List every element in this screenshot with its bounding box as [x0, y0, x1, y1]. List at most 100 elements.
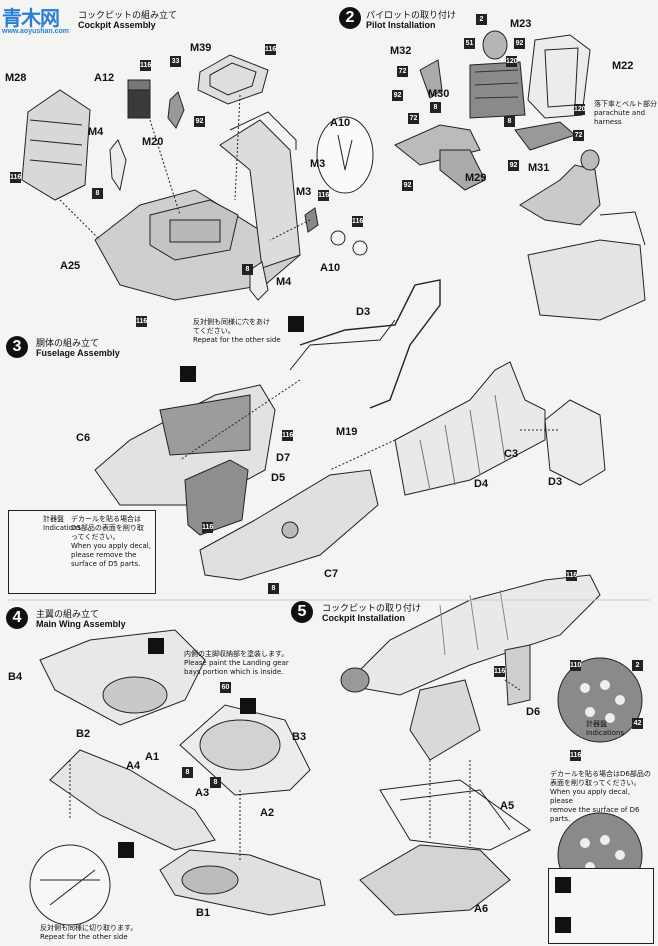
note-repeat-holes: 反対側も同様に穴をあけ てください。 Repeat for the other … — [193, 318, 281, 345]
note-decal-jp2: D5部品の表面を削り取 — [71, 524, 144, 532]
color-callout: 116 — [566, 570, 578, 581]
color-callout: 72 — [397, 66, 408, 77]
part-label-a2: A2 — [260, 807, 275, 819]
part-label-d3-top: D3 — [356, 306, 371, 318]
note-decal-d5: デカールを貼る場合は D5部品の表面を削り取 ってください。 When you … — [71, 515, 153, 569]
part-label-m31: M31 — [528, 162, 550, 174]
color-callout: 8 — [92, 188, 103, 199]
part-label-d6: D6 — [526, 706, 541, 718]
part-label-a4: A4 — [126, 760, 141, 772]
part-label-m4-top: M4 — [88, 126, 104, 138]
color-callout: 8 — [182, 767, 193, 778]
part-label-m3: M3 — [296, 186, 312, 198]
note-gear-bay: 内側の主脚収納部を塗装します。 Please paint the Landing… — [184, 650, 289, 677]
note-gear-en2: bays portion which is inside. — [184, 668, 284, 676]
part-label-c3: C3 — [504, 448, 519, 460]
note-decal-d6: デカールを貼る場合はD6部品の 表面を削り取ってください。 When you a… — [550, 770, 654, 824]
color-callout: 116 — [140, 60, 152, 71]
color-callout: 110 — [570, 660, 582, 671]
color-callout: 8 — [210, 777, 221, 788]
color-callout: 8 — [504, 116, 515, 127]
step-3-title-en: Fuselage Assembly — [36, 348, 120, 358]
indications-en-d6: Indications — [586, 729, 625, 737]
note-decal-jp1: デカールを貼る場合は — [71, 515, 141, 523]
note-decal6-jp2: 表面を削り取ってください。 — [550, 779, 641, 787]
part-label-d5: D5 — [271, 472, 286, 484]
part-label-m3-detail: M3 — [310, 158, 326, 170]
step-3-title-jp: 胴体の組み立て — [36, 339, 100, 349]
color-callout: 72 — [573, 130, 584, 141]
color-callout: 116 — [202, 522, 214, 533]
color-callout: 116 — [265, 44, 277, 55]
note-parachute-en2: harness — [594, 118, 622, 126]
note-decal6-jp1: デカールを貼る場合はD6部品の — [550, 770, 651, 778]
note-repeat-jp2: てください。 — [193, 327, 235, 335]
color-callout: 60 — [220, 682, 231, 693]
note-parachute-jp: 落下傘とベルト部分 — [594, 100, 657, 108]
step-5-number: 5 — [291, 601, 313, 623]
note-cut-en: Repeat for the other side — [40, 933, 128, 941]
paint-icon — [240, 698, 256, 714]
color-callout: 120 — [574, 104, 586, 115]
note-gear-jp: 内側の主脚収納部を塗装します。 — [184, 650, 289, 658]
step-5-title-jp: コックピットの取り付け — [322, 604, 422, 614]
site-logo: 青木网 www.aoyushan.com — [2, 2, 70, 38]
part-label-d3-right: D3 — [548, 476, 563, 488]
part-label-m28: M28 — [5, 72, 27, 84]
note-parachute-en1: parachute and — [594, 109, 646, 117]
part-label-a12: A12 — [94, 72, 115, 84]
cement-icon — [555, 877, 571, 893]
note-decal6-en1: When you apply decal, please — [550, 788, 630, 805]
color-callout: 92 — [194, 116, 205, 127]
part-label-a10-detail: A10 — [330, 117, 351, 129]
part-label-m20: M20 — [142, 136, 164, 148]
note-decal6-en2: remove the surface of D6 parts. — [550, 806, 640, 823]
color-callout: 116 — [318, 190, 330, 201]
part-label-a25: A25 — [60, 260, 81, 272]
part-label-m30: M30 — [428, 88, 450, 100]
color-callout: 116 — [10, 172, 22, 183]
step-1-title-jp: コックピットの組み立て — [78, 11, 178, 21]
part-label-m39: M39 — [190, 42, 212, 54]
step-4-title-jp: 主翼の組み立て — [36, 610, 100, 620]
part-label-m29: M29 — [465, 172, 487, 184]
note-cut-jp: 反対側も同様に切り取ります。 — [40, 924, 138, 932]
note-decal-en3: surface of D5 parts. — [71, 560, 141, 568]
part-label-a6: A6 — [474, 903, 489, 915]
step-2-number: 2 — [339, 7, 361, 29]
color-callout: 116 — [494, 666, 506, 677]
indications-jp-d6: 計器盤 — [586, 720, 607, 728]
color-callout: 8 — [242, 264, 253, 275]
part-label-m4-bottom: M4 — [276, 276, 292, 288]
color-callout: 92 — [514, 38, 525, 49]
color-callout: 116 — [136, 316, 148, 327]
logo-text: 青木网 — [2, 6, 60, 30]
part-label-m22: M22 — [612, 60, 634, 72]
color-callout: 2 — [632, 660, 643, 671]
paint-icon — [148, 638, 164, 654]
note-parachute: 落下傘とベルト部分 parachute and harness — [594, 100, 657, 127]
step-5-title-en: Cockpit Installation — [322, 613, 406, 623]
step-4-number: 4 — [6, 607, 28, 629]
step-2-title-en: Pilot Installation — [366, 20, 436, 30]
color-callout: 2 — [476, 14, 487, 25]
part-label-b1: B1 — [196, 907, 211, 919]
step-1-title-en: Cockpit Assembly — [78, 20, 156, 30]
color-callout: 33 — [170, 56, 181, 67]
color-callout: 116 — [570, 750, 582, 761]
note-decal-jp3: ってください。 — [71, 533, 120, 541]
color-callout: 72 — [408, 113, 419, 124]
step-4-title-en: Main Wing Assembly — [36, 619, 126, 629]
part-label-d7: D7 — [276, 452, 291, 464]
part-label-m23: M23 — [510, 18, 532, 30]
indications-label-d6: 計器盤 Indications — [586, 720, 624, 738]
color-callout: 120 — [506, 56, 518, 67]
drill-hole-icon — [288, 316, 304, 332]
cement-icon — [555, 917, 571, 933]
indications-jp: 計器盤 — [43, 515, 64, 523]
logo-url: www.aoyushan.com — [2, 28, 70, 35]
decal-d5-box: デカールを貼る場合は D5部品の表面を削り取 ってください。 When you … — [8, 510, 156, 594]
step-3-number: 3 — [6, 336, 28, 358]
part-label-a1: A1 — [145, 751, 160, 763]
part-label-m19: M19 — [336, 426, 358, 438]
